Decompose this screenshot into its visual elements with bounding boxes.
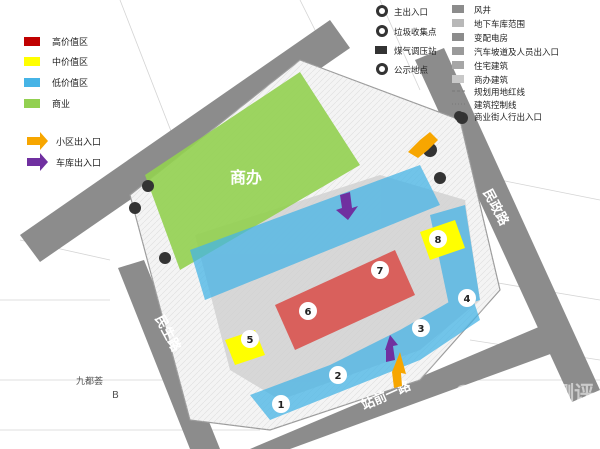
- entrance-arrow-s: [392, 352, 406, 388]
- legend-ramp-swatch: [452, 47, 464, 55]
- building-marker-8: [429, 230, 447, 248]
- legend-label-ped-entrance: 商业街人行出入口: [474, 112, 542, 123]
- legend-label-office: 商办建筑: [474, 75, 509, 86]
- west-neighbor-label: 九都荟: [76, 375, 103, 387]
- building-number-2: 2: [335, 371, 342, 382]
- building-number-3: 3: [418, 324, 425, 335]
- west-neighbor-block: B: [112, 390, 119, 401]
- legend-swatch-mid: [24, 57, 40, 66]
- legend-left: 高价值区 中价值区 低价值区 商业 小区出入口 车库出入口: [24, 36, 101, 171]
- legend-swatch-commercial: [24, 99, 40, 108]
- legend-label-mid: 中价值区: [52, 56, 88, 68]
- building-marker-6: [299, 302, 317, 320]
- legend-vent-swatch: [452, 5, 464, 13]
- legend-gas-station-icon: [375, 46, 387, 54]
- legend-label-notice: 公示地点: [394, 65, 429, 76]
- legend-arrow-garage-icon: [27, 153, 48, 171]
- legend-label-low: 低价值区: [52, 77, 88, 89]
- building-number-8: 8: [435, 235, 442, 246]
- legend-swatch-high: [24, 37, 40, 46]
- legend-label-garage-range: 地下车库范围: [474, 19, 525, 30]
- legend-substation-swatch: [452, 33, 464, 41]
- garbage-point-icon: [142, 180, 154, 192]
- zone-low-north: [190, 165, 440, 300]
- legend-ped-entrance-icon: [454, 111, 464, 121]
- building-marker-7: [371, 261, 389, 279]
- entrance-arrows: [392, 132, 438, 388]
- legend-garage-swatch: [452, 19, 464, 27]
- building-marker-3: [412, 319, 430, 337]
- legend-garbage-icon-inner: [379, 28, 385, 34]
- legend-right-list: 风井 地下车库范围 变配电房 汽车坡道及人员出入口 住宅建筑 商办建筑 规划用地…: [452, 5, 559, 123]
- legend-label-entrance: 小区出入口: [56, 136, 101, 148]
- building-number-4: 4: [464, 294, 471, 305]
- garbage-point-icon: [129, 202, 141, 214]
- legend-label-commercial: 商业: [52, 98, 70, 110]
- building-marker-4: [458, 289, 476, 307]
- legend-right-icons: 主出入口 垃圾收集点 煤气调压站 公示地点: [375, 5, 437, 76]
- legend-label-gas-station: 煤气调压站: [394, 46, 437, 57]
- legend-label-high: 高价值区: [52, 36, 88, 48]
- commercial-label: 商办: [230, 168, 262, 187]
- road-south: [250, 318, 575, 449]
- legend-label-residential: 住宅建筑: [474, 61, 509, 72]
- legend-label-main-entrance: 主出入口: [394, 7, 428, 18]
- legend-arrow-entrance-icon: [27, 132, 48, 150]
- zone-commercial: [145, 72, 360, 270]
- legend-swatch-low: [24, 78, 40, 87]
- legend-label-substation: 变配电房: [474, 33, 508, 44]
- garage-arrow-north: [336, 192, 358, 220]
- building-marker-2: [329, 366, 347, 384]
- road-north: [20, 20, 350, 262]
- building-number-6: 6: [305, 307, 312, 318]
- watermark: CRIC 房产测评: [455, 381, 594, 405]
- garage-arrow-south: [385, 335, 398, 362]
- building-number-1: 1: [278, 400, 285, 411]
- legend-label-redline: 规划用地红线: [474, 87, 526, 98]
- building-number-7: 7: [377, 266, 384, 277]
- building-marker-1: [272, 395, 290, 413]
- building-marker-5: [241, 330, 259, 348]
- legend-label-vent: 风井: [474, 5, 491, 16]
- garage-arrows: [336, 192, 398, 362]
- legend-label-garage: 车库出入口: [56, 157, 101, 169]
- building-number-5: 5: [247, 335, 254, 346]
- main-entrance-icon: [434, 172, 446, 184]
- legend-office-swatch: [452, 75, 464, 83]
- legend-notice-icon-inner: [379, 66, 385, 72]
- legend-main-entrance-icon-inner: [379, 8, 385, 14]
- building-markers: 1 2 3 4 5 6 7 8: [241, 230, 476, 413]
- legend-label-garbage: 垃圾收集点: [394, 27, 437, 38]
- entrance-arrow-ne: [408, 132, 438, 158]
- legend-residential-swatch: [452, 61, 464, 69]
- legend-label-control-line: 建筑控制线: [474, 100, 517, 111]
- legend-label-ramp: 汽车坡道及人员出入口: [474, 47, 559, 58]
- main-entrance-icon: [159, 252, 171, 264]
